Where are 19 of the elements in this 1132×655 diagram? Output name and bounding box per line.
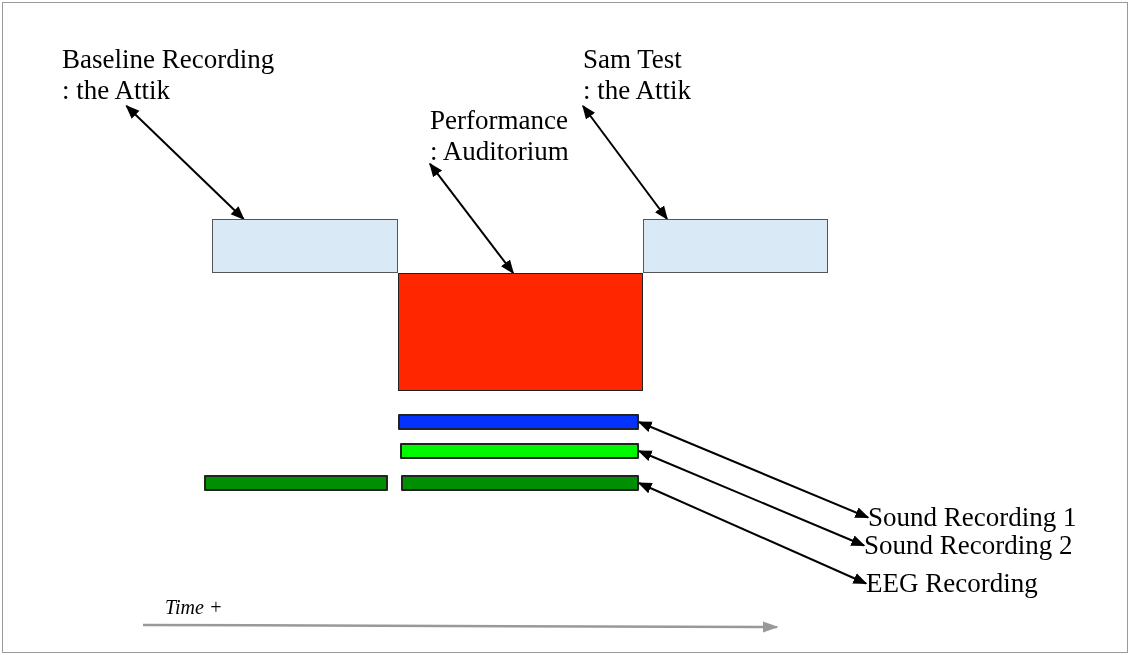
double-arrow <box>637 482 868 585</box>
text-label: Sam Test : the Attik <box>583 44 693 106</box>
double-arrow <box>637 450 866 547</box>
double-arrow <box>125 105 245 220</box>
recording-bar <box>400 443 639 459</box>
recording-bar <box>398 414 639 430</box>
double-arrow <box>582 104 669 221</box>
timeline-block <box>643 219 828 273</box>
double-arrow <box>637 421 870 519</box>
text-label: Sound Recording 1 <box>868 502 1128 533</box>
recording-bar <box>401 475 639 491</box>
text-label: Performance : Auditorium <box>430 105 571 167</box>
text-label: Baseline Recording : the Attik <box>62 44 277 106</box>
text-label: EEG Recording <box>866 568 1126 599</box>
double-arrow <box>429 162 515 275</box>
recording-bar <box>204 475 388 491</box>
timeline-block <box>212 219 398 273</box>
timeline-block <box>398 273 643 391</box>
axis-label: Time + <box>165 596 223 619</box>
